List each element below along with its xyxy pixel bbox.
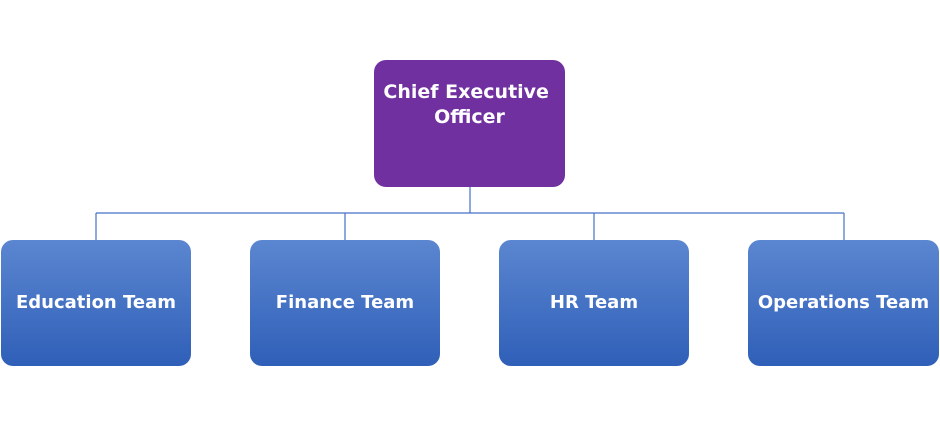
team-box — [499, 240, 689, 366]
team-label: Finance Team — [276, 292, 414, 313]
team-box — [1, 240, 191, 366]
ceo-label-line-1: Chief Executive — [383, 81, 549, 103]
team-box — [250, 240, 440, 366]
team-node-finance[interactable]: Finance Team — [250, 240, 440, 366]
team-label: HR Team — [550, 292, 638, 313]
connectors — [95, 187, 845, 240]
team-node-operations[interactable]: Operations Team — [748, 240, 939, 366]
team-box — [748, 240, 939, 366]
ceo-node[interactable]: Chief Executive Officer — [374, 60, 565, 187]
team-label: Operations Team — [758, 292, 929, 313]
team-node-hr[interactable]: HR Team — [499, 240, 689, 366]
team-label: Education Team — [16, 292, 176, 313]
ceo-label: Chief Executive Officer — [383, 81, 555, 128]
ceo-box — [374, 60, 565, 187]
team-node-education[interactable]: Education Team — [1, 240, 191, 366]
ceo-label-line-2: Officer — [434, 106, 505, 128]
